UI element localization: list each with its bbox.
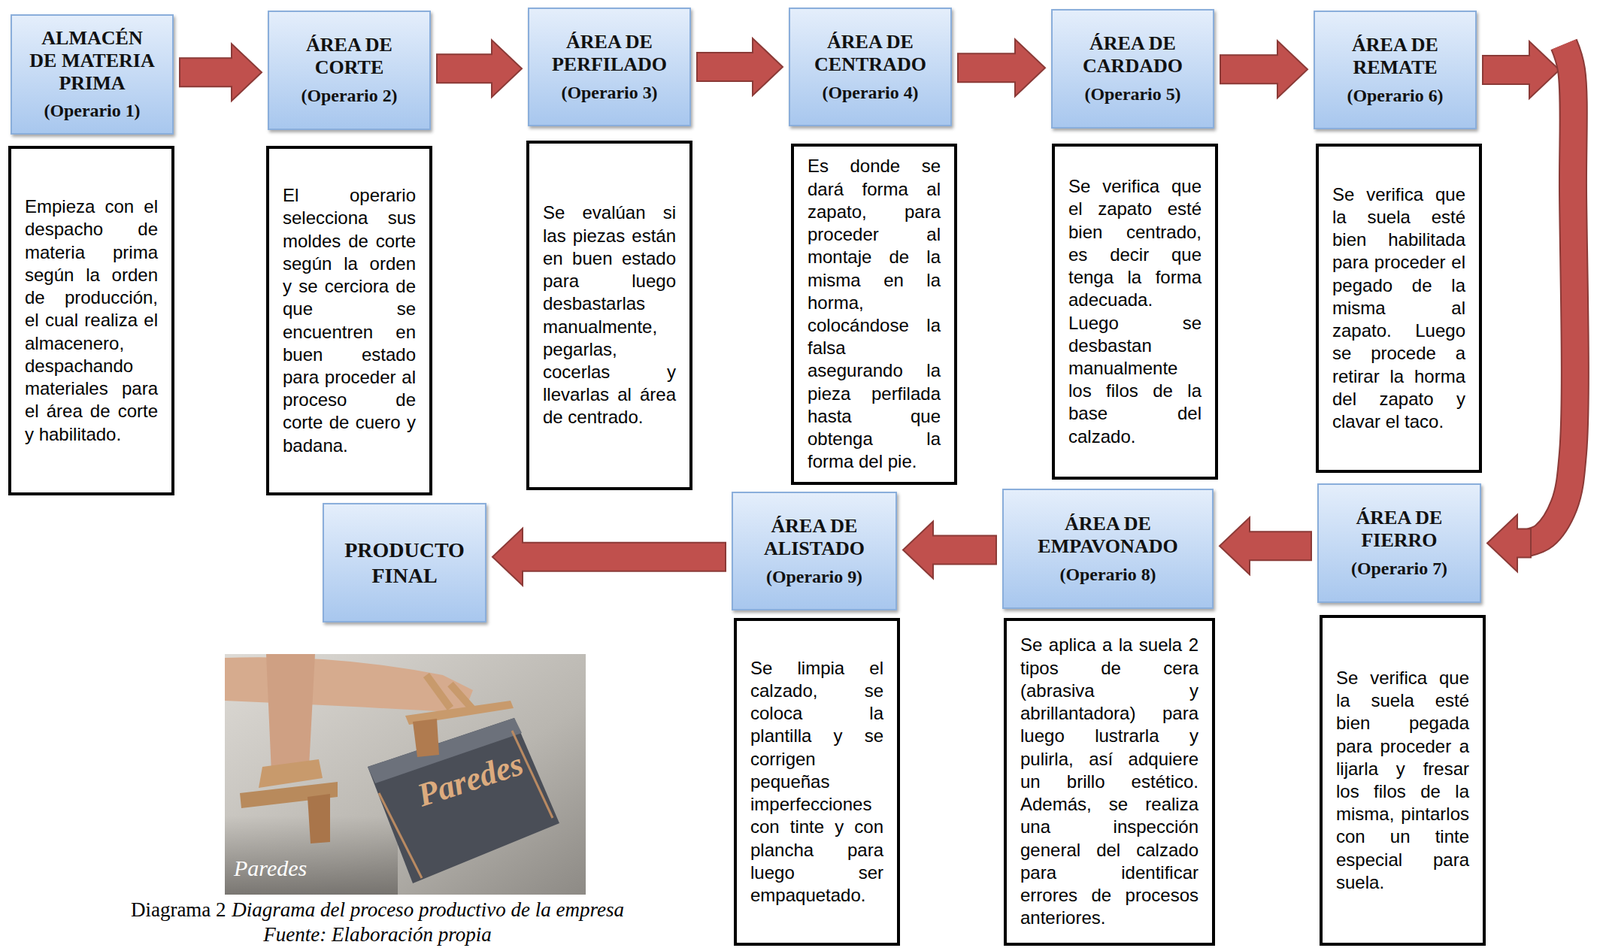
brand-watermark: Paredes xyxy=(233,855,307,882)
step-description: Se aplica a la suela 2 tipos de cera (ab… xyxy=(1020,633,1199,930)
process-box: ÁREA DE FIERRO (Operario 7) xyxy=(1317,483,1482,604)
caption-line: Diagrama 2Diagrama del proceso productiv… xyxy=(0,897,755,922)
arrow-shape xyxy=(1219,517,1312,575)
step-description: Se limpia el calzado, se coloca la plant… xyxy=(750,657,884,908)
operator-label: (Operario 9) xyxy=(766,566,863,588)
step-description: Empieza con el despacho de materia prima… xyxy=(24,195,158,446)
shoe-strap xyxy=(258,759,323,788)
flow-arrow xyxy=(903,521,997,579)
operator-label: (Operario 2) xyxy=(300,84,397,107)
flow-arrow xyxy=(492,528,726,586)
operator-label: (Operario 8) xyxy=(1059,563,1156,586)
arrow-shape xyxy=(436,39,522,97)
area-title: ÁREA DE CORTE xyxy=(284,33,415,79)
flow-arrow xyxy=(1482,41,1576,573)
description-box: Es donde se dará forma al zapato, para p… xyxy=(790,143,958,485)
arrow-shape xyxy=(492,528,726,586)
process-box: ÁREA DE REMATE (Operario 6) xyxy=(1313,10,1477,130)
flow-arrow xyxy=(957,39,1046,97)
area-title: ÁREA DE PERFILADO xyxy=(544,30,675,76)
final-product-box: PRODUCTO FINAL xyxy=(322,503,487,623)
process-box: ÁREA DE EMPAVONADO (Operario 8) xyxy=(1002,488,1214,610)
description-box: Se verifica que la suela esté bien pegad… xyxy=(1319,615,1486,946)
area-title: ÁREA DE CENTRADO xyxy=(805,30,936,76)
box-ribbon xyxy=(378,730,553,879)
step-description: Es donde se dará forma al zapato, para p… xyxy=(807,154,941,473)
arrow-shape xyxy=(179,43,262,101)
area-title: ÁREA DE ALISTADO xyxy=(748,515,881,561)
figure-source: Fuente: Elaboración propia xyxy=(0,922,755,947)
operator-label: (Operario 1) xyxy=(43,100,140,122)
operator-label: (Operario 6) xyxy=(1346,84,1443,107)
area-title: ALMACÉN DE MATERIA PRIMA xyxy=(27,27,158,95)
description-box: Empieza con el despacho de materia prima… xyxy=(8,145,175,496)
step-description: Se evalúan si las piezas están en buen e… xyxy=(542,201,676,429)
figure-number: Diagrama 2 xyxy=(130,898,227,922)
arrow-shape xyxy=(696,38,783,96)
operator-label: (Operario 3) xyxy=(560,81,658,104)
flow-arrow xyxy=(1220,40,1308,98)
operator-label: (Operario 5) xyxy=(1084,83,1181,106)
area-title: ÁREA DE REMATE xyxy=(1330,33,1461,79)
step-description: Se verifica que la suela esté bien habil… xyxy=(1332,183,1466,434)
shoe-heel xyxy=(412,718,440,758)
flow-arrow xyxy=(696,38,783,96)
process-box: ALMACÉN DE MATERIA PRIMA (Operario 1) xyxy=(10,14,174,135)
flow-arrow xyxy=(436,39,522,97)
process-box: ÁREA DE CARDADO (Operario 5) xyxy=(1051,9,1215,129)
process-box: ÁREA DE CORTE (Operario 2) xyxy=(267,10,431,131)
flow-arrow xyxy=(1219,517,1312,575)
operator-label: (Operario 7) xyxy=(1351,557,1448,580)
photo-ground xyxy=(224,654,586,895)
description-box: Se verifica que la suela esté bien habil… xyxy=(1315,143,1482,473)
arrow-shape xyxy=(1482,41,1560,99)
shoe-heel xyxy=(307,793,331,844)
figure-caption: Diagrama del proceso productivo de la em… xyxy=(231,898,625,922)
operator-label: (Operario 4) xyxy=(821,81,919,104)
brand-logo: Paredes xyxy=(412,744,528,815)
arrow-shape xyxy=(1487,515,1531,573)
step-description: Se verifica que la suela esté bien pegad… xyxy=(1336,666,1470,894)
step-description: Se verifica que el zapato esté bien cent… xyxy=(1068,175,1202,449)
area-title: ÁREA DE CARDADO xyxy=(1067,32,1198,78)
arrow-shape xyxy=(903,521,997,579)
arrow-shape xyxy=(1220,40,1308,98)
shoe-box xyxy=(367,718,560,884)
description-box: Se limpia el calzado, se coloca la plant… xyxy=(733,618,900,946)
description-box: El operario selecciona sus moldes de cor… xyxy=(266,145,433,496)
description-box: Se verifica que el zapato esté bien cent… xyxy=(1051,143,1219,480)
final-product-title: PRODUCTO FINAL xyxy=(339,537,470,588)
description-box: Se aplica a la suela 2 tipos de cera (ab… xyxy=(1003,618,1216,946)
step-description: El operario selecciona sus moldes de cor… xyxy=(282,184,416,458)
area-title: ÁREA DE FIERRO xyxy=(1333,506,1465,552)
area-title: ÁREA DE EMPAVONADO xyxy=(1018,512,1197,558)
arrow-shape xyxy=(957,39,1046,97)
description-box: Se evalúan si las piezas están en buen e… xyxy=(526,140,693,491)
process-box: ÁREA DE ALISTADO (Operario 9) xyxy=(731,491,897,611)
process-box: ÁREA DE CENTRADO (Operario 4) xyxy=(788,7,952,127)
leg xyxy=(266,654,316,773)
arrow-band-outline xyxy=(1526,44,1576,544)
flow-arrow xyxy=(179,43,262,101)
process-box: ÁREA DE PERFILADO (Operario 3) xyxy=(527,7,691,127)
shoe-strap xyxy=(426,675,475,712)
arrow-band xyxy=(1526,44,1576,544)
